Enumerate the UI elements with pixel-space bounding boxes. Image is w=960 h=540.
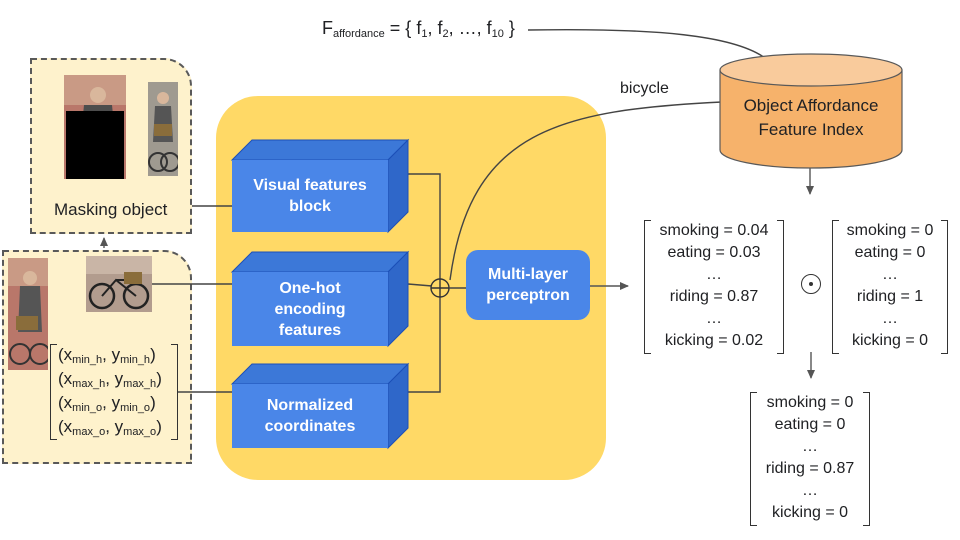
normalized-coordinates-block: Normalized coordinates	[232, 384, 388, 448]
matrix-entry: …	[706, 266, 722, 283]
bracket-left	[832, 220, 839, 354]
visual-features-block: Visual features block	[232, 160, 388, 232]
bracket-right	[863, 392, 870, 526]
result-matrix: smoking = 0 eating = 0 … riding = 0.87 ……	[750, 392, 870, 526]
coordinate-row: (xmin_h, ymin_h)	[58, 345, 156, 366]
matrix-entry: smoking = 0	[766, 394, 854, 411]
matrix-entry: …	[882, 266, 898, 283]
prediction-matrix: smoking = 0.04 eating = 0.03 … riding = …	[644, 220, 784, 354]
matrix-entry: …	[706, 310, 722, 327]
database-icon	[719, 53, 903, 169]
matrix-entry: kicking = 0	[771, 504, 849, 521]
masking-object-label: Masking object	[54, 200, 168, 219]
affordance-formula: Faffordance = { f1, f2, …, f10 }	[322, 18, 515, 40]
coordinate-row: (xmin_o, ymin_o)	[58, 393, 156, 414]
coordinates-matrix: (xmin_h, ymin_h) (xmax_h, ymax_h) (xmin_…	[50, 344, 178, 440]
onehot-block-side	[387, 250, 409, 348]
matrix-entry: …	[882, 310, 898, 327]
bracket-left	[50, 344, 57, 440]
bracket-right	[941, 220, 948, 354]
affordance-mask-matrix: smoking = 0 eating = 0 … riding = 1 … ki…	[832, 220, 948, 354]
coordinate-row: (xmax_h, ymax_h)	[58, 369, 162, 390]
bracket-left	[644, 220, 651, 354]
matrix-entry: …	[802, 482, 818, 499]
database-label: Object Affordance Feature Index	[743, 96, 879, 139]
normalized-block-top	[230, 363, 410, 385]
matrix-entry: kicking = 0	[851, 332, 929, 349]
matrix-entry: eating = 0.03	[667, 244, 761, 261]
bicycle-label: bicycle	[620, 80, 669, 97]
person-photo-masked	[64, 75, 126, 179]
visual-block-side	[387, 138, 409, 234]
hadamard-product-icon	[801, 274, 821, 294]
person-photo	[8, 258, 48, 370]
one-hot-encoding-block: One-hot encoding features	[232, 272, 388, 346]
visual-block-top	[230, 139, 410, 161]
bracket-right	[777, 220, 784, 354]
normalized-block-side	[387, 362, 409, 450]
matrix-entry: eating = 0	[774, 416, 846, 433]
coordinate-row: (xmax_o, ymax_o)	[58, 417, 162, 438]
matrix-entry: riding = 0.87	[765, 460, 855, 477]
onehot-block-top	[230, 251, 410, 273]
bracket-left	[750, 392, 757, 526]
matrix-entry: …	[802, 438, 818, 455]
bicycle-photo	[86, 256, 152, 312]
matrix-entry: smoking = 0	[846, 222, 934, 239]
person-photo-small	[148, 82, 178, 176]
matrix-entry: kicking = 0.02	[664, 332, 764, 349]
matrix-entry: eating = 0	[854, 244, 926, 261]
matrix-entry: riding = 1	[856, 288, 924, 305]
multi-layer-perceptron-block: Multi-layer perceptron	[466, 250, 590, 320]
matrix-entry: riding = 0.87	[669, 288, 759, 305]
bracket-right	[171, 344, 178, 440]
matrix-entry: smoking = 0.04	[659, 222, 769, 239]
